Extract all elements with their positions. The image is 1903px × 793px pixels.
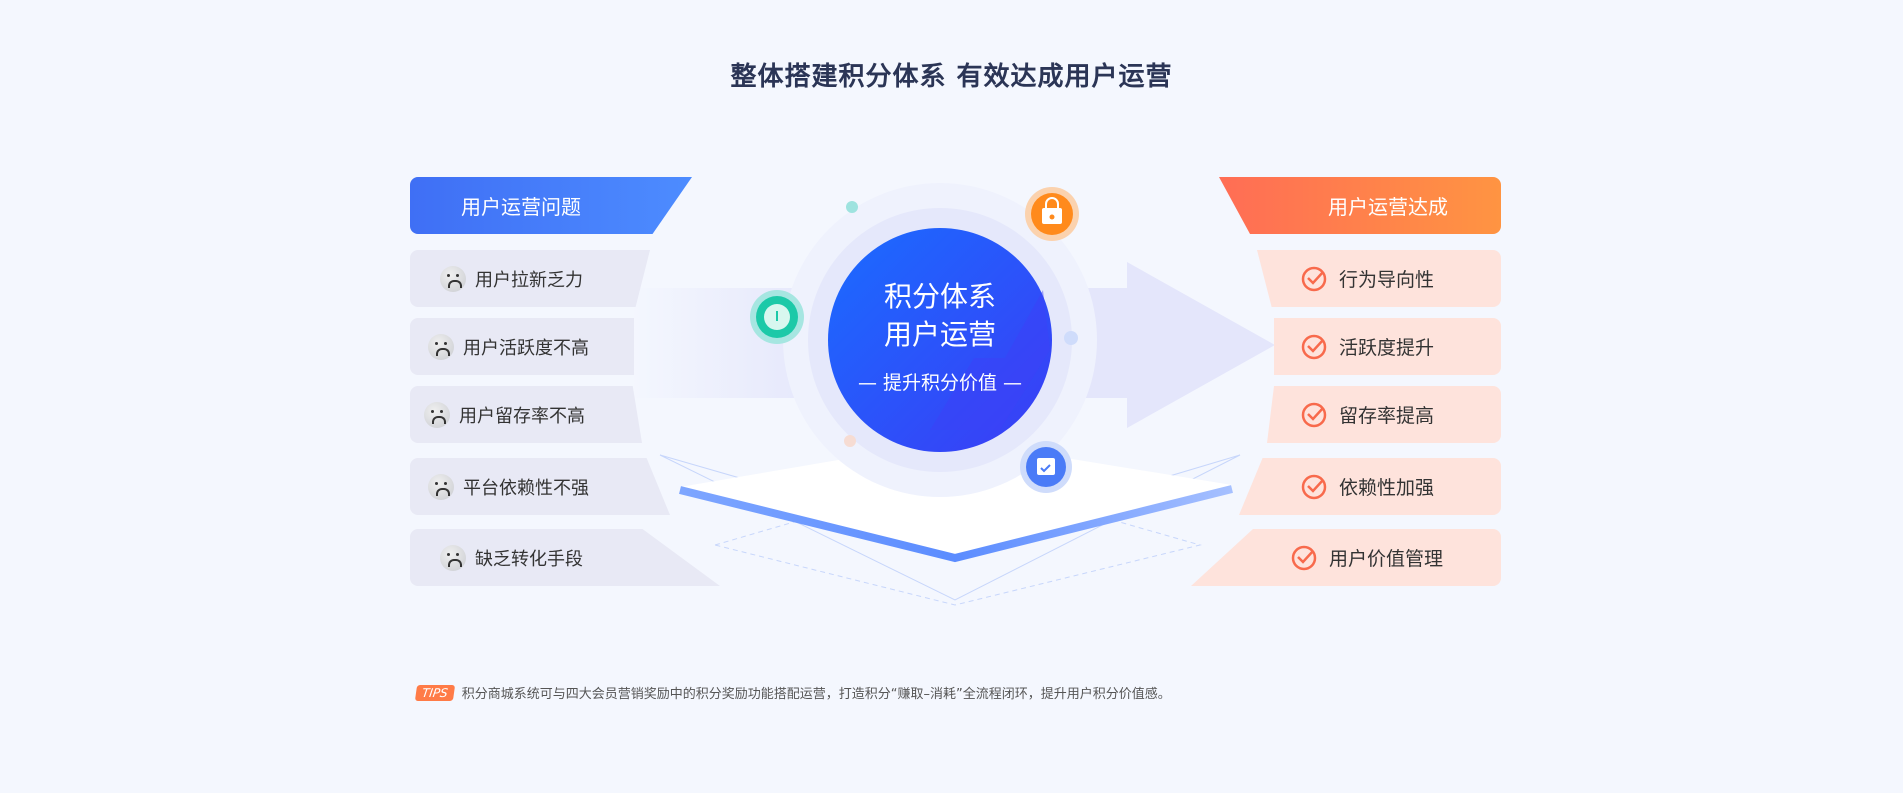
sad-face-icon [428,333,454,360]
sad-face-icon [440,544,466,571]
center-line-1: 积分体系 [883,280,996,313]
problem-item: 用户留存率不高 [410,386,642,443]
problem-item: 平台依赖性不强 [410,458,670,515]
wheel-icon [750,290,804,344]
achievement-item: 用户价值管理 [1191,529,1501,586]
achievement-item: 行为导向性 [1257,250,1501,307]
check-circle-icon [1301,402,1327,427]
check-circle-icon [1301,474,1327,499]
center-circle [828,228,1052,452]
tips-note: TIPS 积分商城系统可与四大会员营销奖励中的积分奖励功能搭配运营，打造积分“赚… [414,683,1171,702]
problems-header: 用户运营问题 [410,177,692,234]
shopping-bag-icon [1025,187,1079,241]
problem-item: 用户活跃度不高 [410,318,634,375]
check-circle-icon [1301,266,1327,291]
sad-face-icon [424,401,450,428]
center-line-2: 用户运营 [883,318,996,351]
achievement-item: 留存率提高 [1267,386,1501,443]
page-title: 整体搭建积分体系 有效达成用户运营 [730,62,1173,92]
sad-face-icon [440,265,466,292]
achievement-item: 依赖性加强 [1239,458,1501,515]
check-circle-icon [1291,545,1317,570]
center-title: 积分体系 用户运营 [826,278,1054,354]
check-circle-icon [1301,334,1327,359]
tips-text: 积分商城系统可与四大会员营销奖励中的积分奖励功能搭配运营，打造积分“赚取–消耗”… [461,687,1171,702]
center-subtitle: — 提升积分价值 — [857,372,1023,394]
achievements-header: 用户运营达成 [1219,177,1501,234]
tips-badge: TIPS [414,684,455,701]
problem-item: 用户拉新乏力 [410,250,650,307]
achievement-item: 活跃度提升 [1274,318,1501,375]
platform [659,440,1241,606]
sad-face-icon [428,473,454,500]
calendar-icon [1020,441,1072,493]
